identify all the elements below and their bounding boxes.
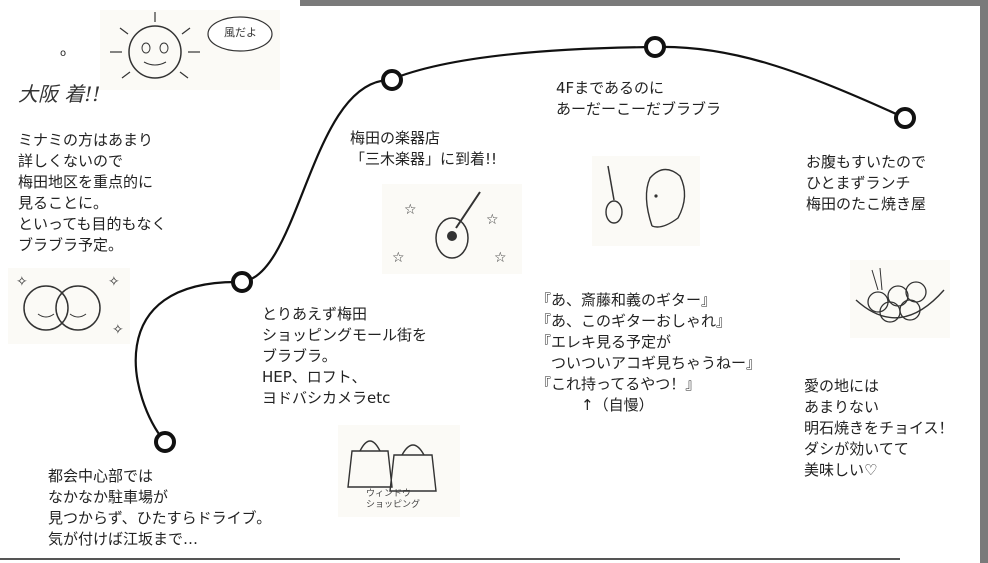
sun-speech-bubble: 風だよ <box>224 26 257 39</box>
small-circle-mark: o <box>60 48 67 59</box>
baseline <box>0 558 900 560</box>
note-lunch: お腹もすいたので ひとまずランチ 梅田のたこ焼き屋 <box>806 153 927 213</box>
akashiyaki-sketch <box>850 260 950 338</box>
route-stop-music-store <box>381 69 403 91</box>
note-guitar-talk: 『あ、斎藤和義のギター』 『あ、このギターおしゃれ』 『エレキ見る予定が ついつ… <box>536 291 762 414</box>
note-minami: ミナミの方はあまり 詳しくないので 梅田地区を重点的に 見ることに。 といっても… <box>18 131 167 254</box>
takoyaki-plate-icon <box>855 267 945 323</box>
note-akashiyaki: 愛の地には あまりない 明石焼きをチョイス！ ダシが効いてて 美味しい♡ <box>804 377 954 479</box>
note-downtown: 都会中心部では なかなか駐車場が 見つからず、ひたすらドライブ。 気が付けば江坂… <box>48 467 272 548</box>
route-stop-floor <box>644 36 666 58</box>
ukulele-person-sketch <box>592 156 700 246</box>
person-with-ukulele-icon <box>605 165 686 228</box>
window-shopping-caption: ウィンドウ ショッピング <box>366 489 421 510</box>
route-stop-umeda <box>231 271 253 293</box>
svg-text:☆: ☆ <box>486 212 499 228</box>
note-floor: 4Fまであるのに あーだーこーだブラブラ <box>556 79 722 118</box>
note-umeda-shopping: とりあえず梅田 ショッピングモール街を ブラブラ。 HEP、ロフト、 ヨドバシカ… <box>262 305 428 407</box>
top-border <box>0 0 988 6</box>
guitar-sketch: ☆ ☆ ☆ ☆ <box>382 184 522 274</box>
route-stop-downtown <box>154 431 176 453</box>
smiling-faces-icon: ✧ ✧ ✧ <box>16 274 124 338</box>
guitar-icon: ☆ ☆ ☆ ☆ <box>392 191 507 266</box>
route-stop-lunch <box>894 107 916 129</box>
svg-text:✧: ✧ <box>112 322 124 338</box>
right-border <box>980 0 988 563</box>
svg-text:☆: ☆ <box>404 202 417 218</box>
sun-icon <box>110 12 273 79</box>
svg-text:☆: ☆ <box>494 250 507 266</box>
svg-text:✧: ✧ <box>16 274 28 290</box>
shopping-bag-icon <box>347 440 437 492</box>
svg-text:☆: ☆ <box>392 250 405 266</box>
two-faces-sketch: ✧ ✧ ✧ <box>8 268 130 344</box>
shopping-bags-sketch: ウィンドウ ショッピング <box>338 425 460 517</box>
note-music-store: 梅田の楽器店 「三木楽器」に到着!! <box>350 129 498 168</box>
sun-sketch: 風だよ <box>100 10 280 90</box>
svg-text:✧: ✧ <box>108 274 120 290</box>
osaka-arrival-label: 大阪 着!! <box>18 82 101 106</box>
